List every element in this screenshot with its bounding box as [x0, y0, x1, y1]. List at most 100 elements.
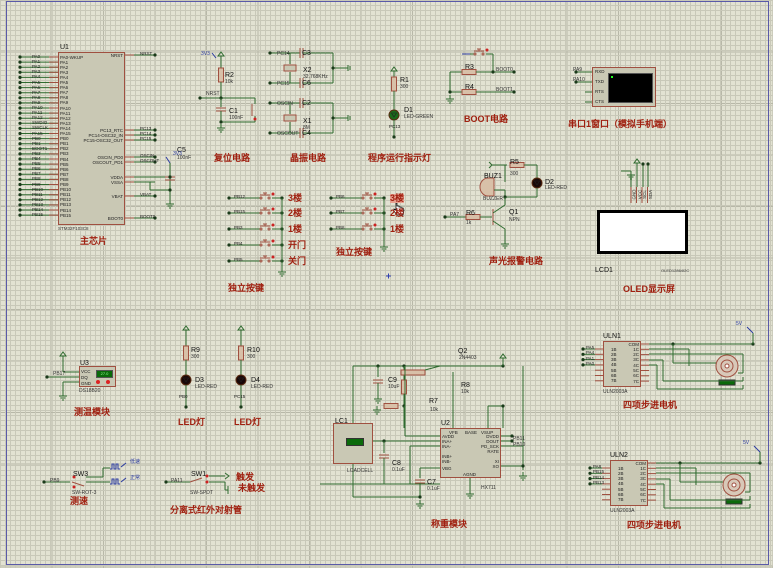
pin-terminal: [18, 213, 22, 217]
junction-dot: [521, 464, 525, 468]
switch-contact: [267, 196, 271, 200]
u1-pin-label: PB12: [60, 197, 72, 203]
load-cell[interactable]: [333, 423, 373, 464]
stepper2-power: 5V: [743, 440, 750, 446]
u1-net-label: PA15: [32, 130, 43, 136]
junction-dot: [331, 116, 335, 120]
hx711[interactable]: [440, 428, 501, 478]
u1-pin-label: VSSA: [110, 179, 123, 185]
c5-power: 3V3: [173, 151, 182, 157]
u1-pin-label: PC14-OSC32_IN: [88, 132, 123, 138]
sw1-part: SW-SPDT: [190, 490, 213, 496]
hx711-pin-label: INA-: [442, 443, 451, 449]
hx711-pin-label: AGND: [463, 472, 477, 477]
switch-contact: [259, 259, 263, 263]
junction-dot: [581, 358, 585, 362]
u1-pin-label: PA14: [60, 125, 71, 131]
u1-net-label: PC13: [140, 125, 152, 131]
led3-title: LED灯: [178, 417, 206, 427]
stepper2-in-label: 3B: [618, 476, 624, 482]
switch-contact: [369, 227, 373, 231]
lcd1-ref: LCD1: [595, 267, 613, 274]
net-pc15: PC15: [234, 394, 246, 399]
pin-terminal: [18, 131, 22, 136]
ds18b20[interactable]: 27.0: [79, 366, 116, 387]
u1-pin-label: PA3: [60, 69, 69, 75]
pin-terminal: [18, 70, 22, 74]
u1-pin-label: PB2: [60, 146, 69, 152]
u1-net-label: VBAT: [140, 191, 152, 197]
weigh-title: 称重模块: [431, 519, 468, 529]
power-terminal-icon: [224, 472, 230, 480]
led-symbol: [237, 377, 245, 383]
switch-indicator: [373, 207, 377, 211]
r1-ref: R1: [400, 77, 409, 84]
u1-net-label: PB6: [32, 166, 41, 172]
hx711-pin-label: AVDD: [442, 433, 455, 439]
pin-terminal: [18, 157, 22, 161]
keys1-title: 独立按键: [228, 283, 265, 293]
junction-dot: [588, 482, 592, 486]
u3-ref: U3: [80, 360, 89, 367]
main-chip[interactable]: [58, 52, 125, 225]
r8-resistor: [401, 379, 407, 395]
pin-terminal: [18, 162, 22, 166]
pin-terminal: [153, 194, 157, 198]
spdt-switch: [189, 477, 203, 483]
stepper2-out-label: 1C: [640, 465, 646, 471]
stepper1-out-label: COM: [628, 341, 640, 347]
stepper2-in-label: 5B: [618, 486, 624, 492]
u1-pin-label: PB15: [60, 212, 72, 218]
key-label: 3楼: [390, 193, 405, 203]
sw3-ref: SW3: [73, 471, 89, 478]
r1-resistor: [391, 76, 397, 92]
nrst-net: NRST: [206, 91, 220, 97]
power-terminal-icon: [217, 51, 225, 57]
lc1-ref: LC1: [335, 418, 348, 425]
pin-terminal: [18, 101, 22, 105]
u1-pin-label: PA6: [60, 85, 69, 91]
u1-net-label: OSCIN: [140, 152, 155, 158]
hx711-pin-label: RATE: [487, 448, 499, 454]
switch-indicator: [485, 48, 489, 52]
stepper2-out-label: 3C: [640, 476, 646, 482]
key-net: PB7: [336, 209, 345, 214]
switch-contact: [361, 196, 365, 200]
switch-contact: [361, 227, 365, 231]
d2-value: LED-RED: [545, 185, 567, 191]
u1-net-label: PA10: [32, 105, 43, 110]
d1-value: LED-GREEN: [404, 114, 434, 120]
stepper2-out-label: COM: [635, 460, 647, 466]
virtual-terminal[interactable]: [592, 67, 656, 107]
c6-ref: C6: [302, 80, 311, 87]
u1-net-label: PC14: [140, 130, 152, 136]
u1-pin-label: PB8: [60, 176, 69, 182]
key-net: PB8: [336, 225, 345, 230]
keys2-title: 独立按键: [336, 247, 373, 257]
stepper1-driver-chip[interactable]: [603, 341, 641, 387]
d3-ref: D3: [195, 377, 204, 384]
pin-terminal: [18, 86, 22, 90]
u1-net-label: PB15: [32, 212, 44, 218]
u1-pin-label: OSCIN_PD0: [97, 154, 123, 160]
oled-display[interactable]: [597, 210, 688, 254]
switch-contact: [72, 485, 76, 489]
net-pb0: PB0: [179, 394, 188, 399]
crystal: [283, 114, 297, 122]
temp-title: 测温模块: [74, 407, 111, 417]
buzzer-title: 声光报警电路: [489, 256, 544, 266]
net-pc13: PC13: [389, 124, 401, 129]
stepper2-driver-chip[interactable]: [610, 460, 648, 506]
q1-ref: Q1: [509, 209, 519, 216]
hx711-pin-label: XI: [494, 458, 499, 464]
c7-ref: C7: [427, 479, 436, 486]
junction-dot: [329, 211, 333, 215]
junction-dot: [641, 162, 645, 166]
pin-terminal: [18, 121, 22, 125]
stepper1-in-label: 3B: [611, 357, 617, 363]
speed-title[interactable]: 测速: [70, 496, 89, 506]
d1-ref: D1: [404, 107, 413, 114]
key-net: PB12: [234, 194, 246, 199]
buz1-ref: BUZ1: [484, 173, 502, 180]
u1-net-label: OSCOUT: [140, 157, 160, 163]
